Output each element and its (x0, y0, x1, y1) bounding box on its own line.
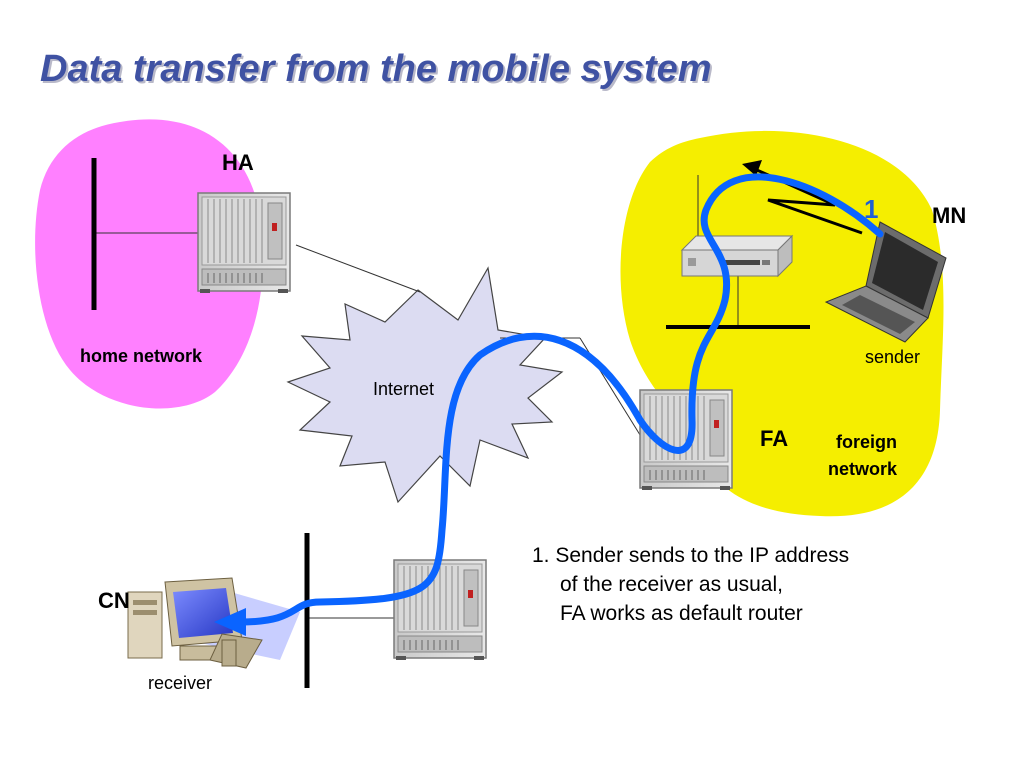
ha-label: HA (222, 150, 254, 175)
mn-label: MN (932, 203, 967, 228)
receiver-label: receiver (148, 673, 213, 693)
data-path (236, 173, 884, 626)
page-title: Data transfer from the mobile system (40, 48, 712, 90)
cn-label: CN (98, 588, 130, 613)
foreign-network-label-line1: foreign (836, 432, 897, 452)
ha-internet-link (295, 244, 421, 293)
data-path-arrowhead (214, 608, 246, 636)
router-cn-icon (393, 559, 487, 661)
server-icon (680, 234, 794, 278)
desktop-computer-icon (127, 577, 300, 669)
internet-cloud (286, 266, 564, 504)
fa-label: FA (760, 426, 789, 451)
step-note-line2: of the receiver as usual, (560, 573, 783, 596)
home-network-label: home network (80, 346, 203, 366)
step-note-line1: 1. Sender sends to the IP address (532, 544, 850, 567)
sender-label: sender (865, 347, 921, 367)
foreign-network-label-line2: network (828, 459, 898, 479)
router-ha-icon (197, 192, 291, 294)
zigzag-arrowhead (742, 160, 762, 176)
step-number: 1 (864, 194, 879, 224)
laptop-icon (824, 221, 947, 343)
internet-label: Internet (373, 379, 435, 399)
step-note-line3: FA works as default router (560, 602, 803, 625)
